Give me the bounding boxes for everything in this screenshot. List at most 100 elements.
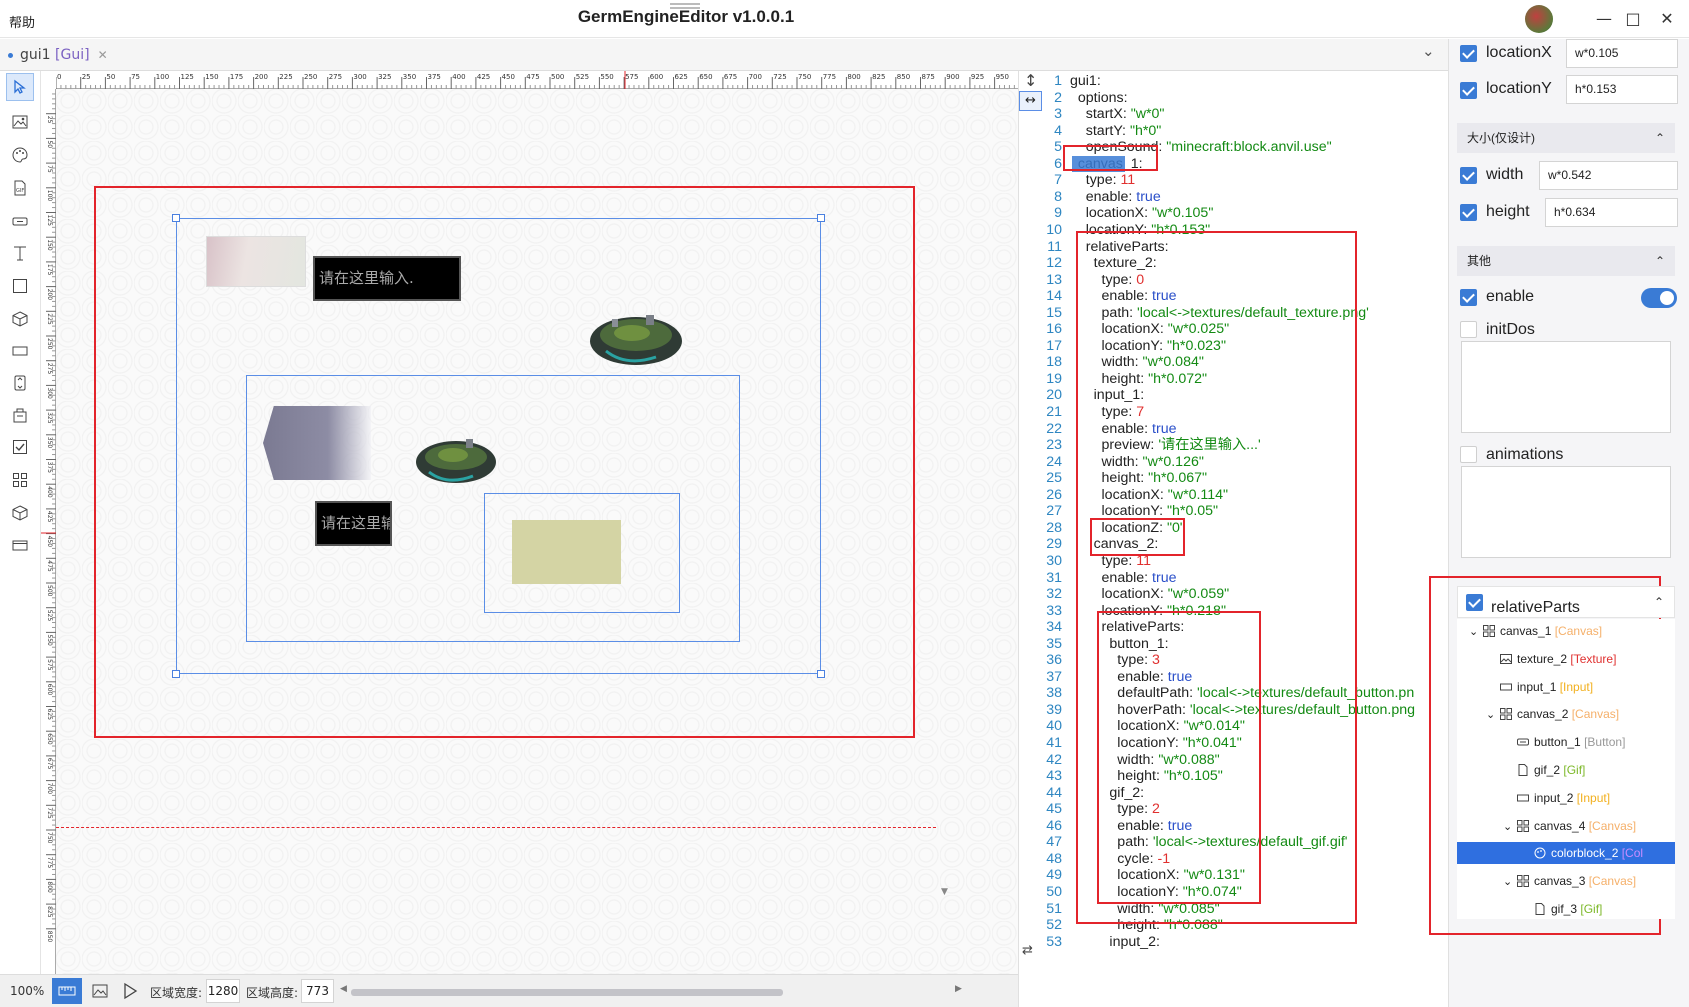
grid-tool-icon[interactable] [6,466,34,494]
chevron-up-icon[interactable]: ⌃ [1653,595,1664,609]
code-line[interactable]: 42 width: "w*0.088" [1042,752,1219,769]
canvas-2-frame[interactable] [246,375,740,642]
code-line[interactable]: 40 locationX: "w*0.014" [1042,718,1245,735]
input-tool-icon[interactable] [6,337,34,365]
code-line[interactable]: 8 enable: true [1042,189,1161,206]
resize-handle[interactable] [172,214,180,222]
tree-item-gif-3[interactable]: gif_3 [Gif] [1457,898,1675,919]
enable-toggle[interactable] [1641,288,1677,308]
code-line[interactable]: 44 gif_2: [1042,785,1144,802]
checkbox-tool-icon[interactable] [6,433,34,461]
close-icon[interactable]: ✕ [1660,9,1674,28]
code-line[interactable]: 43 height: "h*0.105" [1042,768,1223,785]
tree-item-canvas-3[interactable]: ⌄canvas_3 [Canvas] [1457,870,1675,892]
enable-checkbox[interactable] [1460,289,1477,306]
tree-item-gif-2[interactable]: gif_2 [Gif] [1457,759,1675,781]
tree-item-canvas-4[interactable]: ⌄canvas_4 [Canvas] [1457,815,1675,837]
area-height-field[interactable]: 773 [301,979,334,1003]
locationx-field[interactable]: w*0.105 [1566,39,1678,68]
code-line[interactable]: 41 locationY: "h*0.041" [1042,735,1242,752]
relativeparts-header[interactable]: relativeParts ⌃ [1457,586,1675,618]
horizontal-resize-icon[interactable]: ↔ [1019,91,1042,111]
code-line[interactable]: 19 height: "h*0.072" [1042,371,1207,388]
other-section-header[interactable]: 其他⌃ [1457,246,1675,276]
canvas-4-frame[interactable] [484,493,680,613]
swap-icon[interactable]: ⇄ [1022,943,1033,958]
code-line[interactable]: 34 relativeParts: [1042,619,1184,636]
code-line[interactable]: 29 canvas_2: [1042,536,1158,553]
code-line[interactable]: 26 locationX: "w*0.114" [1042,487,1228,504]
scroll-right-icon[interactable]: ▶ [955,984,962,994]
ruler-toggle-icon[interactable] [52,978,82,1004]
texture-2-element[interactable] [206,236,306,287]
tree-item-input-2[interactable]: input_2 [Input] [1457,787,1675,809]
code-line[interactable]: 4 startY: "h*0" [1042,123,1161,140]
code-line[interactable]: 46 enable: true [1042,818,1192,835]
design-canvas[interactable]: 请在这里输入. 请在这里输 ▼ [56,89,1018,974]
code-line[interactable]: 38 defaultPath: 'local<->textures/defaul… [1042,685,1414,702]
gif-tool-icon[interactable]: GIF [6,174,34,202]
button-1-element[interactable] [263,406,371,480]
code-line[interactable]: 31 enable: true [1042,570,1176,587]
width-checkbox[interactable] [1460,167,1477,184]
width-field[interactable]: w*0.542 [1539,161,1678,190]
code-line[interactable]: 11 relativeParts: [1042,239,1168,256]
gif-2-element[interactable] [411,432,501,490]
code-line[interactable]: 20 input_1: [1042,387,1144,404]
height-checkbox[interactable] [1460,204,1477,221]
colorblock-2-element[interactable] [512,520,621,584]
code-line[interactable]: 37 enable: true [1042,669,1192,686]
code-line[interactable]: 49 locationX: "w*0.131" [1042,867,1245,884]
code-line[interactable]: 3 startX: "w*0" [1042,106,1164,123]
code-line[interactable]: 10 locationY: "h*0.153" [1042,222,1210,239]
tab-gui1[interactable]: gui1 [Gui]✕ [8,43,108,69]
animations-checkbox[interactable] [1460,446,1477,463]
gif-1-element[interactable] [586,307,686,373]
code-line[interactable]: 30 type: 11 [1042,553,1151,570]
code-line[interactable]: 53 input_2: [1042,934,1160,951]
play-icon[interactable] [120,980,140,1002]
code-line[interactable]: 52 height: "h*0.088" [1042,917,1223,934]
button-tool-icon[interactable] [6,207,34,235]
drag-handle-icon[interactable] [670,3,700,9]
code-line[interactable]: 50 locationY: "h*0.074" [1042,884,1242,901]
code-line[interactable]: 25 height: "h*0.067" [1042,470,1207,487]
tree-item-button-1[interactable]: button_1 [Button] [1457,731,1675,753]
tree-item-canvas-1[interactable]: ⌄canvas_1 [Canvas] [1457,620,1675,642]
palette-tool-icon[interactable] [6,141,34,169]
code-line[interactable]: 32 locationX: "w*0.059" [1042,586,1229,603]
expand-chevron-icon[interactable]: ⌄ [1503,820,1513,833]
code-line[interactable]: 18 width: "w*0.084" [1042,354,1204,371]
tab-close-icon[interactable]: ✕ [97,48,108,62]
chevron-up-icon[interactable]: ⌃ [1654,131,1665,145]
code-line[interactable]: 36 type: 3 [1042,652,1160,669]
cube-tool-icon[interactable] [6,305,34,333]
slot-tool-icon[interactable] [6,531,34,559]
expand-chevron-icon[interactable]: ⌄ [1469,626,1479,638]
code-line[interactable]: 13 type: 0 [1042,272,1144,289]
resize-handle[interactable] [172,670,180,678]
avatar[interactable] [1525,5,1553,33]
maximize-icon[interactable]: □ [1625,9,1641,28]
code-line[interactable]: 23 preview: '请在这里输入...' [1042,437,1260,454]
zoom-level[interactable]: 100% [10,984,45,998]
input-2-element[interactable]: 请在这里输 [315,501,392,546]
code-line[interactable]: 22 enable: true [1042,421,1176,438]
area-width-field[interactable]: 1280 [206,979,240,1003]
vertical-resize-icon[interactable]: ↕ [1024,71,1038,90]
code-line[interactable]: 39 hoverPath: 'local<->textures/default_… [1042,702,1415,719]
code-line[interactable]: 9 locationX: "w*0.105" [1042,205,1213,222]
input-1-element[interactable]: 请在这里输入. [313,256,461,301]
code-line[interactable]: 16 locationX: "w*0.025" [1042,321,1229,338]
initdos-checkbox[interactable] [1460,321,1477,338]
scroll-tool-icon[interactable] [6,369,34,397]
height-field[interactable]: h*0.634 [1545,198,1678,227]
entity-tool-icon[interactable] [6,499,34,527]
menu-help[interactable]: 帮助 [9,16,36,31]
locationy-field[interactable]: h*0.153 [1566,75,1678,104]
locationy-checkbox[interactable] [1460,82,1477,99]
code-line[interactable]: 5 openSound: "minecraft:block.anvil.use" [1042,139,1332,156]
expand-chevron-icon[interactable]: ⌄ [1503,876,1513,889]
